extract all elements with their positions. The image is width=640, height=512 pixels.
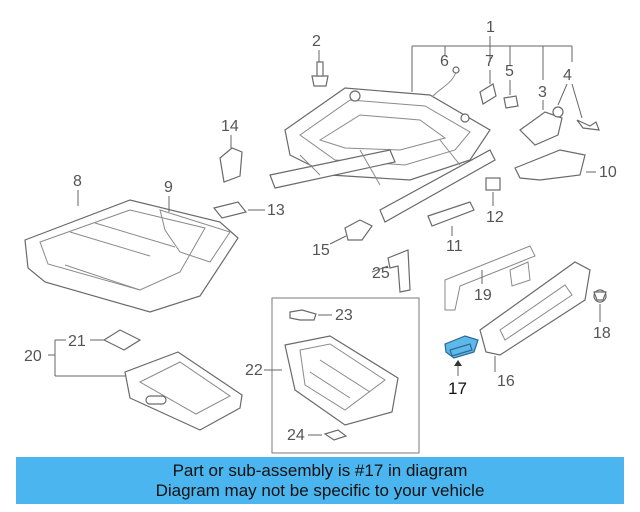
seat-cushion-part (24, 199, 239, 313)
callout-25: 25 (371, 265, 390, 282)
mount-part (219, 147, 243, 183)
svg-text:22: 22 (245, 362, 263, 379)
svg-text:2: 2 (312, 33, 321, 50)
side-trim-part (479, 261, 591, 356)
svg-text:18: 18 (593, 325, 611, 342)
callout-2: 2 (312, 33, 321, 62)
svg-text:20: 20 (24, 348, 42, 365)
screw-23-part (289, 309, 317, 321)
callout-23: 23 (318, 307, 353, 324)
svg-text:21: 21 (68, 333, 86, 350)
callout-16: 16 (494, 356, 515, 390)
svg-text:9: 9 (164, 179, 173, 196)
banner-line-2: Diagram may not be specific to your vehi… (155, 480, 485, 500)
callout-22: 22 (245, 362, 282, 379)
parts-diagram: 1 2 3 4 5 6 7 (24, 19, 617, 454)
callout-18: 18 (593, 304, 611, 342)
callout-12: 12 (486, 192, 504, 226)
callout-19: 19 (474, 270, 492, 304)
knob-part (519, 111, 563, 146)
svg-text:4: 4 (563, 67, 572, 84)
seat-frame-part (269, 87, 496, 223)
cable-part (431, 66, 460, 98)
callout-8: 8 (73, 173, 82, 206)
svg-text:23: 23 (335, 307, 353, 324)
bracket-part (514, 149, 586, 181)
callout-11: 11 (446, 226, 463, 255)
svg-text:19: 19 (474, 287, 492, 304)
callout-24: 24 (287, 427, 322, 444)
callout-4: 4 (557, 67, 583, 119)
svg-text:3: 3 (538, 84, 547, 101)
svg-text:8: 8 (73, 173, 82, 190)
clip-part (503, 95, 519, 109)
callout-14: 14 (221, 118, 239, 148)
lever-part (479, 83, 497, 105)
svg-text:13: 13 (267, 202, 285, 219)
info-banner: Part or sub-assembly is #17 in diagram D… (16, 457, 624, 504)
svg-text:7: 7 (485, 53, 494, 70)
tray-part (124, 351, 243, 431)
callout-1: 1 (411, 19, 573, 92)
svg-text:12: 12 (486, 209, 504, 226)
clip-24-part (323, 429, 348, 441)
svg-text:25: 25 (372, 265, 390, 282)
rail-cover-part (427, 201, 475, 227)
bracket-25-part (387, 249, 411, 293)
wire-frame-part (444, 245, 536, 311)
bolt-part (311, 61, 329, 87)
inset-box (271, 297, 420, 454)
pad-part (212, 201, 248, 219)
callout-9: 9 (164, 179, 173, 212)
banner-line-1: Part or sub-assembly is #17 in diagram (172, 460, 468, 480)
callout-20: 20 (24, 339, 126, 377)
callout-3: 3 (538, 84, 547, 110)
callout-13: 13 (248, 202, 285, 219)
callout-7: 7 (485, 53, 494, 84)
svg-text:16: 16 (497, 373, 515, 390)
screw-part (552, 106, 600, 131)
svg-text:11: 11 (446, 238, 463, 255)
svg-text:5: 5 (505, 63, 514, 80)
svg-text:17: 17 (448, 379, 467, 398)
svg-text:14: 14 (221, 118, 239, 135)
highlighted-part-17 (444, 335, 479, 359)
callout-17: 17 (448, 360, 467, 398)
svg-text:15: 15 (312, 242, 330, 259)
svg-text:24: 24 (287, 427, 305, 444)
tray-insert-part (102, 329, 142, 351)
seat-cover-part (159, 209, 231, 263)
svg-text:1: 1 (486, 19, 495, 36)
svg-text:6: 6 (440, 53, 449, 70)
svg-text:10: 10 (599, 164, 617, 181)
callout-6: 6 (440, 53, 449, 70)
hinge-part (344, 219, 373, 241)
cap-part (485, 177, 501, 191)
callout-21: 21 (68, 333, 104, 350)
callout-10: 10 (586, 164, 617, 181)
callout-5: 5 (505, 63, 514, 95)
callout-15: 15 (312, 235, 347, 259)
fastener-part (593, 289, 607, 303)
